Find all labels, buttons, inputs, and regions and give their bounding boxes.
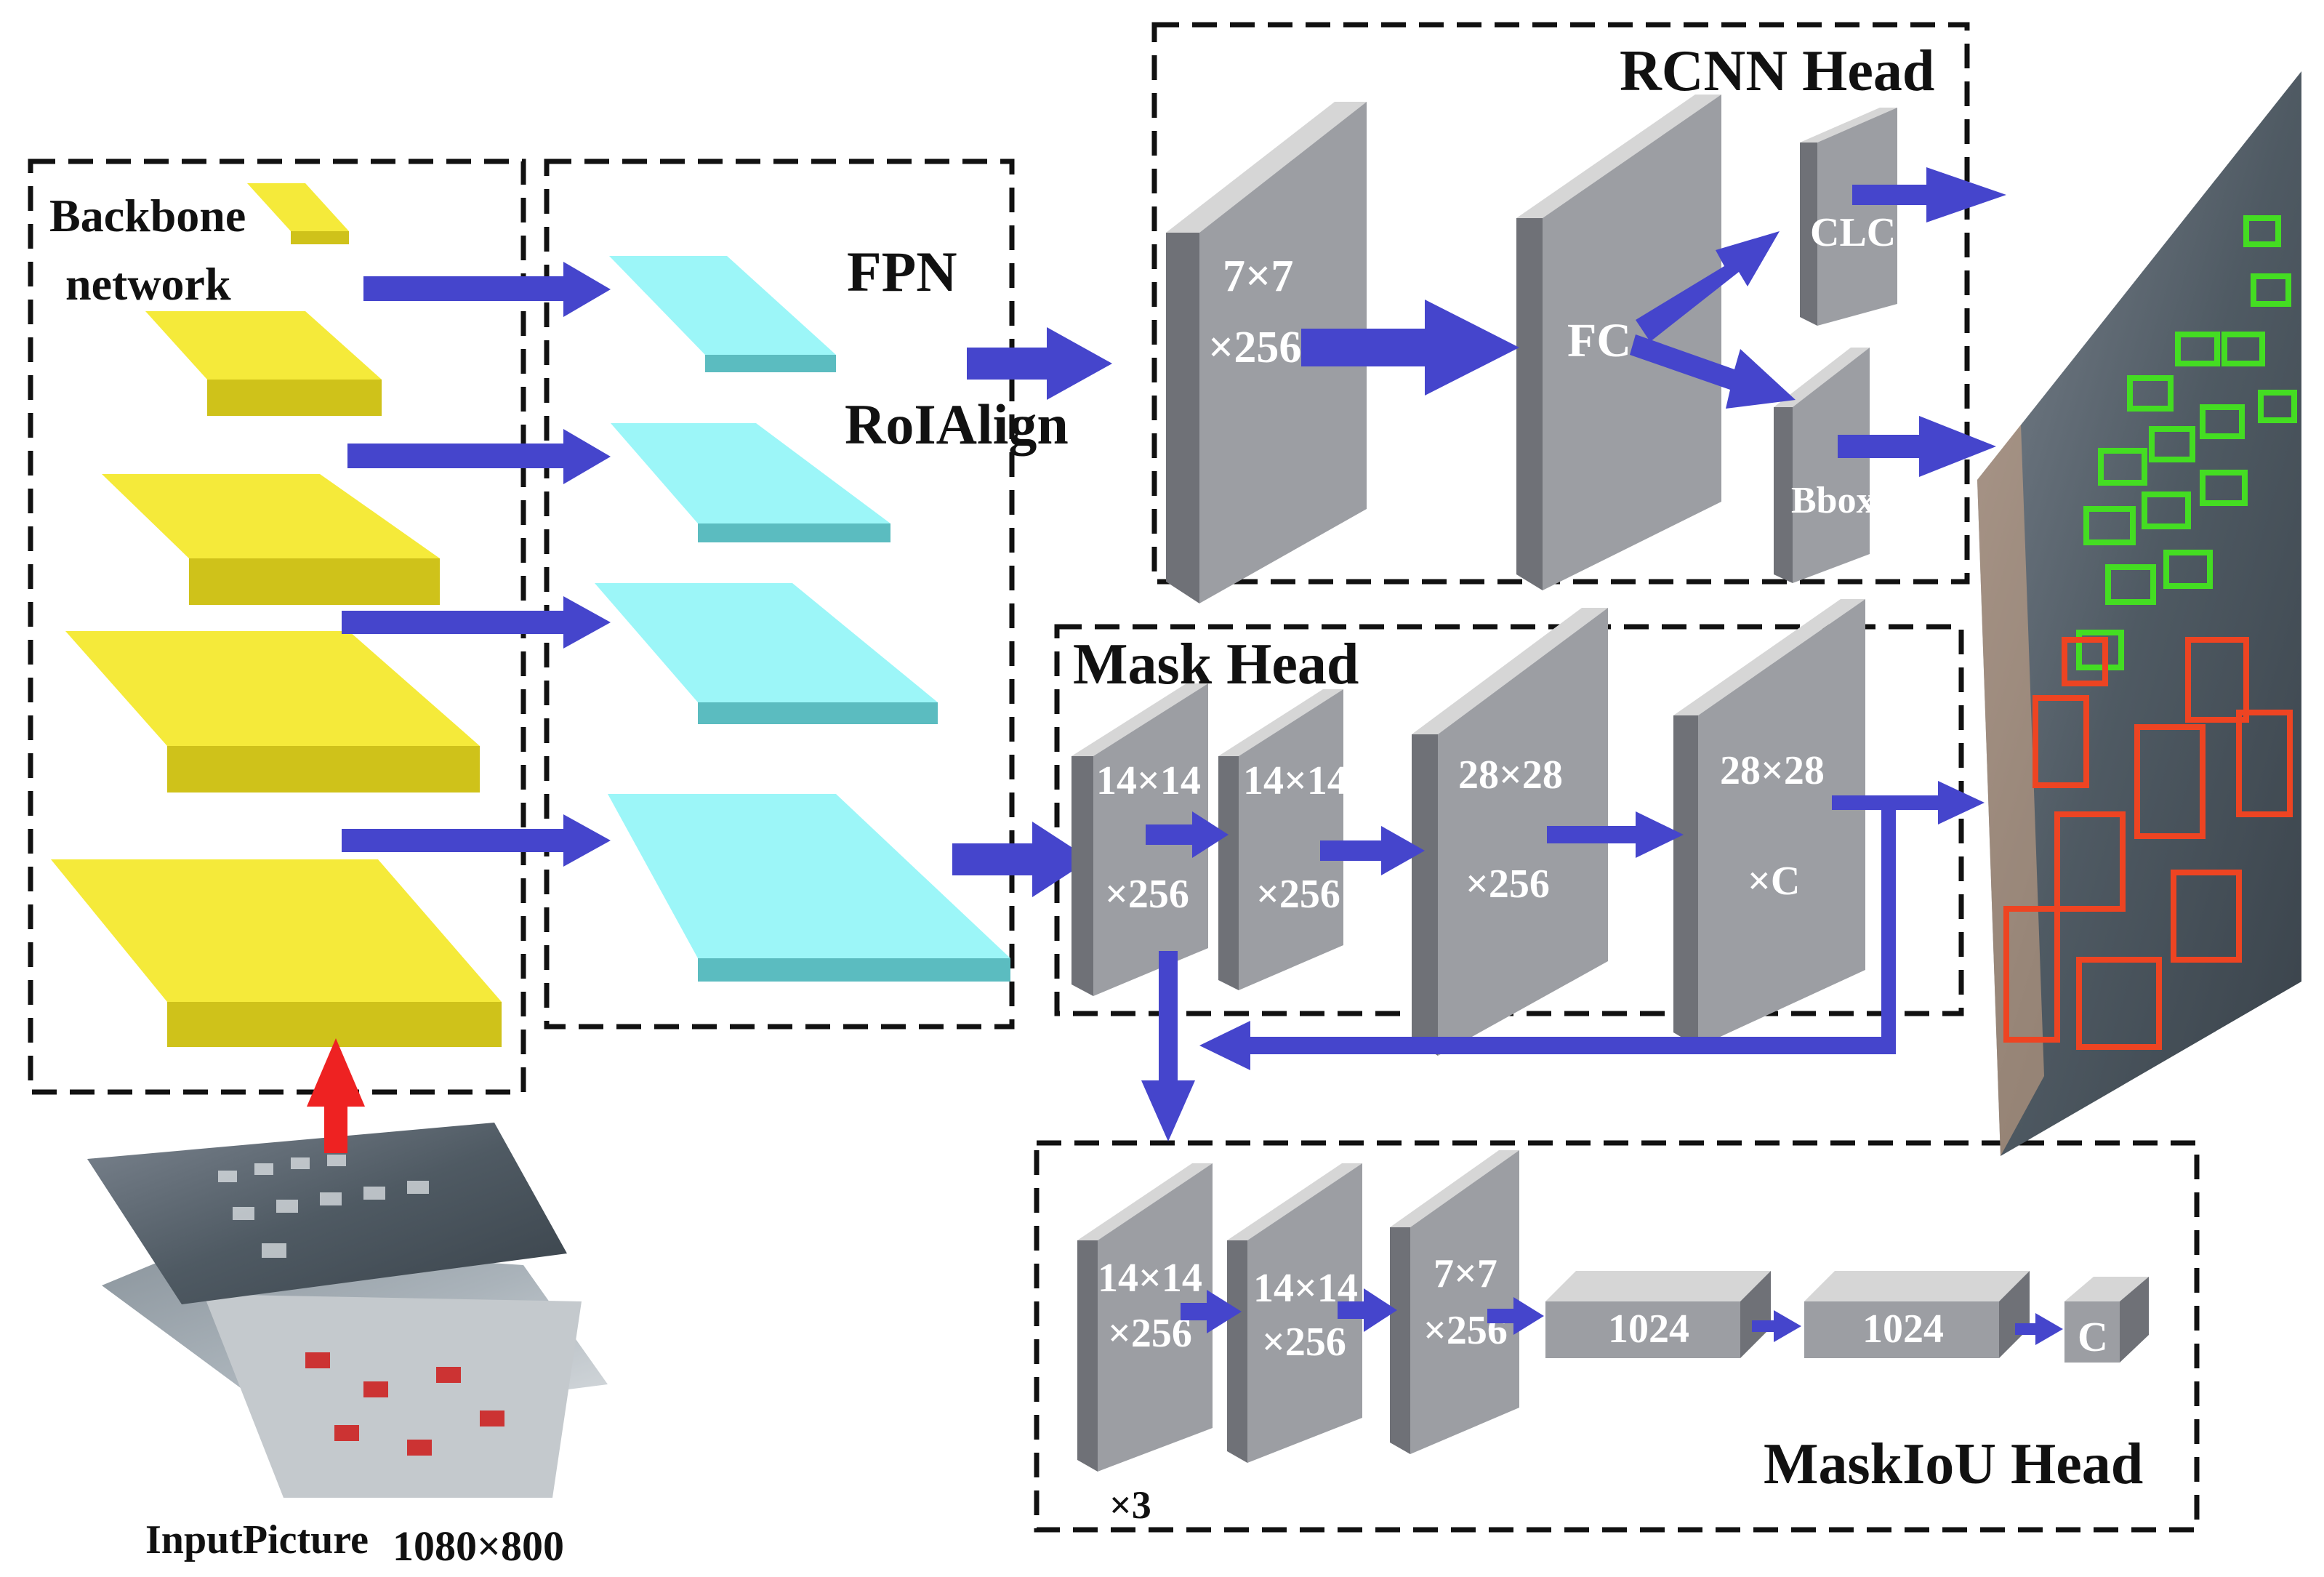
arrow-icon [1181, 1290, 1242, 1333]
backbone-layer-3 [102, 474, 440, 605]
arrow-icon [1338, 1288, 1397, 1332]
mask-to-maskiou-arrow [1141, 951, 1195, 1141]
maskiou-head-title: MaskIoU Head [1764, 1432, 2143, 1496]
rcnn-input-dim-line2: ×256 [1208, 323, 1301, 372]
maskiou-block-2-dim-line2: ×256 [1262, 1320, 1346, 1365]
output-image [1977, 71, 2301, 1156]
fpn-layers [595, 256, 1010, 982]
rcnn-bbox-label: Bbox [1791, 480, 1875, 521]
fpn-to-rcnn-arrow [967, 327, 1112, 400]
arrow-icon [1146, 811, 1229, 858]
arrow-icon [1630, 334, 1796, 409]
mask-block-3-dim-line2: ×256 [1465, 862, 1550, 907]
mask-block-2-dim-line1: 14×14 [1243, 758, 1348, 803]
mask-head-title: Mask Head [1073, 633, 1359, 697]
arrow-icon [1852, 167, 2006, 222]
backbone-layer-5 [51, 859, 502, 1047]
rcnn-fc-label: FC [1567, 314, 1631, 367]
backbone-layer-2 [145, 311, 382, 416]
mask-feedback-line [1881, 795, 1896, 1051]
mask-block-2 [1218, 689, 1343, 990]
rcnn-head-title: RCNN Head [1620, 39, 1934, 103]
maskiou-repeat-label: ×3 [1109, 1483, 1151, 1527]
arrow-icon [1320, 826, 1425, 875]
backbone-layers [51, 183, 502, 1047]
fpn-layer-3 [595, 583, 938, 724]
mask-block-3 [1412, 608, 1608, 1056]
fpn-layer-2 [611, 423, 890, 542]
backbone-label-line1: Backbone [49, 190, 246, 241]
maskiou-fc1 [1545, 1271, 1771, 1358]
maskiou-fc1-label: 1024 [1608, 1307, 1689, 1352]
rcnn-clc-block [1800, 108, 1897, 326]
maskiou-block-3-dim-line1: 7×7 [1434, 1251, 1497, 1296]
maskiou-fc2 [1804, 1271, 2030, 1358]
arrow-icon [347, 429, 611, 484]
arrow-icon [1838, 416, 1996, 477]
detection-boxes-green [2076, 215, 2297, 670]
rcnn-bbox-block [1774, 348, 1870, 583]
arrow-icon [363, 262, 611, 317]
arrow-icon [1832, 781, 1985, 824]
backbone-to-fpn-arrows [342, 262, 611, 867]
backbone-label-line2: network [65, 258, 231, 310]
rcnn-input-block [1166, 102, 1367, 603]
detection-boxes-red [2003, 637, 2293, 1050]
input-label: InputPicture [145, 1517, 369, 1562]
rcnn-fc-block [1516, 95, 1721, 590]
input-red-cars [305, 1352, 504, 1456]
input-image [87, 1123, 608, 1498]
mask-block-2-dim-line2: ×256 [1256, 872, 1340, 917]
maskiou-output [2064, 1277, 2149, 1363]
fpn-to-mask-arrow [952, 822, 1090, 897]
mask-arrows [1141, 781, 1985, 1141]
fpn-label: FPN [847, 240, 957, 303]
maskiou-block-1-dim-line1: 14×14 [1098, 1256, 1202, 1301]
mask-block-4 [1673, 599, 1865, 1047]
maskiou-head-box [1034, 1140, 2200, 1533]
input-to-backbone-arrow [307, 1038, 365, 1153]
mask-block-4-dim-line1: 28×28 [1720, 748, 1825, 793]
rcnn-arrows [1301, 167, 2006, 477]
maskiou-block-1 [1077, 1163, 1213, 1472]
maskiou-output-label: C [2078, 1313, 2108, 1360]
arrow-icon [2015, 1313, 2063, 1345]
arrow-icon [342, 596, 611, 649]
input-cars [218, 1155, 429, 1258]
backbone-layer-4 [65, 631, 480, 792]
maskiou-fc2-label: 1024 [1862, 1307, 1944, 1352]
arrow-icon [1301, 300, 1519, 396]
mask-block-1-dim-line1: 14×14 [1096, 758, 1201, 803]
mask-feedback-arrow [1199, 1021, 1896, 1070]
roialign-label: RoIAlign [845, 393, 1069, 456]
maskiou-block-1-dim-line2: ×256 [1108, 1311, 1192, 1356]
mask-block-4-dim-line2: ×C [1748, 859, 1800, 904]
maskiou-block-3 [1390, 1150, 1519, 1454]
arrow-icon [1752, 1310, 1801, 1342]
arrow-icon [1547, 811, 1684, 858]
fpn-layer-1 [609, 256, 836, 372]
backbone-layer-1 [247, 183, 349, 244]
input-size: 1080×800 [393, 1522, 564, 1570]
rcnn-head-box [1151, 22, 1970, 585]
rcnn-clc-label: CLC [1810, 210, 1896, 255]
maskiou-arrows [1181, 1288, 2063, 1345]
arrow-icon [1487, 1297, 1544, 1335]
mask-block-1-dim-line2: ×256 [1105, 872, 1189, 917]
fpn-box [544, 158, 1015, 1030]
arrow-icon [342, 814, 611, 867]
fpn-layer-4 [608, 794, 1010, 982]
arrow-icon [1636, 231, 1780, 342]
mask-block-3-dim-line1: 28×28 [1458, 753, 1563, 798]
rcnn-input-dim-line1: 7×7 [1223, 252, 1293, 301]
maskiou-block-2 [1227, 1163, 1362, 1463]
